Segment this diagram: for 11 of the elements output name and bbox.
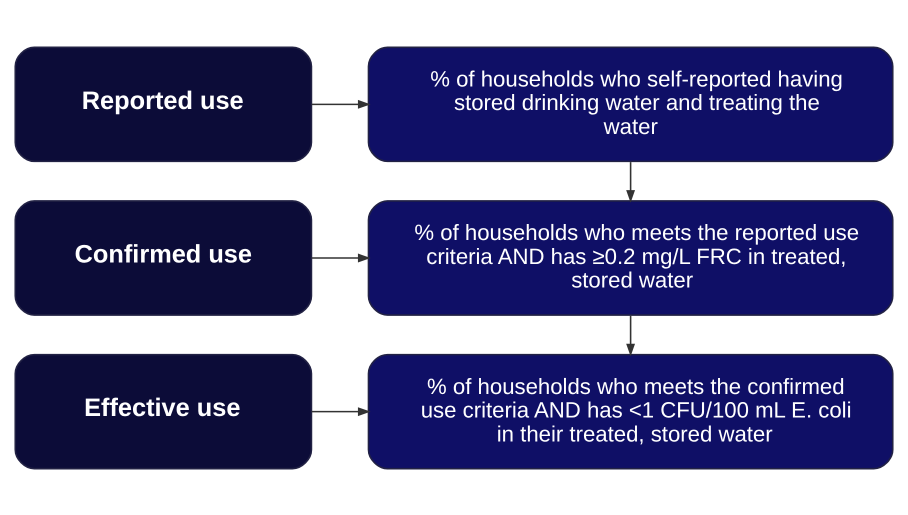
node-box: % of households who self-reported having stored drinking water and treating the water [368,46,894,162]
node-box: Effective use [14,353,312,469]
arrow [626,162,636,202]
arrow [626,315,636,356]
node-box: % of households who meets the confirmed use criteria AND has <1 CFU/100 mL E. coli in their treated, stored water [368,353,894,469]
arrow [312,406,371,416]
node-box: Confirmed use [14,200,312,316]
node-box: % of households who meets the reported use criteria AND has ≥0.2 mg/L FRC in treated, stored water [368,200,894,316]
arrow [312,99,371,108]
node-box: Reported use [14,46,312,162]
arrow [312,253,371,262]
